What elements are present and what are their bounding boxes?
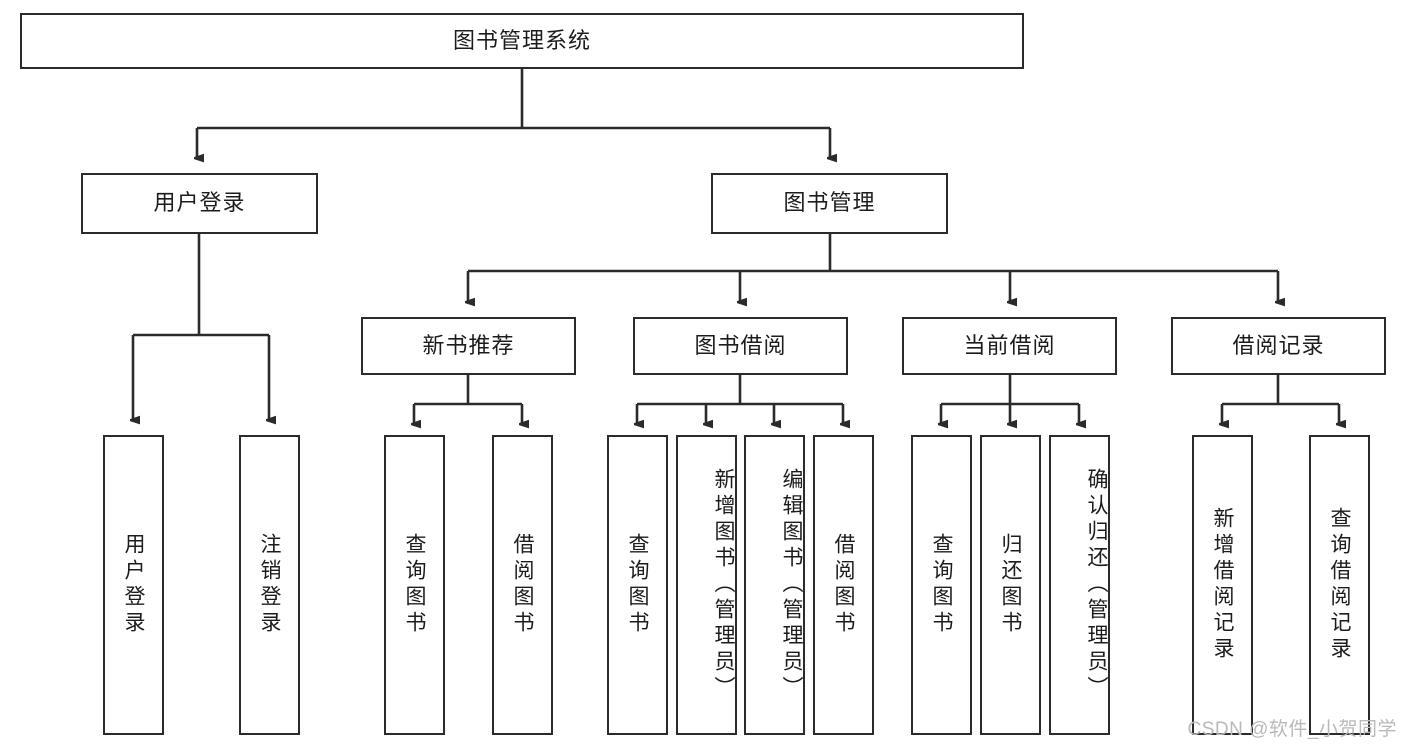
leaf-borrow-borrow-book[interactable]: 借阅图书 — [813, 435, 874, 735]
leaf-current-query-book[interactable]: 查询图书 — [911, 435, 972, 735]
leaf-user-login-logout[interactable]: 注销登录 — [239, 435, 300, 735]
leaf-current-query-book-label: 查询图书 — [930, 533, 954, 637]
node-borrow-record-label: 借阅记录 — [1232, 332, 1325, 358]
leaf-user-login-login-label: 用户登录 — [122, 533, 146, 637]
leaf-borrow-add-book[interactable]: 新增图书（管理员） — [676, 435, 737, 735]
leaf-record-query-record-label: 查询借阅记录 — [1328, 507, 1352, 663]
node-root-system-label: 图书管理系统 — [452, 27, 591, 53]
leaf-borrow-edit-book[interactable]: 编辑图书（管理员） — [744, 435, 805, 735]
node-user-login[interactable]: 用户登录 — [81, 173, 318, 234]
leaf-user-login-login[interactable]: 用户登录 — [103, 435, 164, 735]
leaf-recommend-query-book-label: 查询图书 — [403, 533, 427, 637]
leaf-current-return-book[interactable]: 归还图书 — [980, 435, 1041, 735]
node-book-borrow-label: 图书借阅 — [694, 332, 787, 358]
node-book-management-label: 图书管理 — [783, 190, 876, 216]
node-new-book-recommend[interactable]: 新书推荐 — [361, 317, 576, 375]
leaf-current-confirm-return-label: 确认归还（管理员） — [1085, 468, 1108, 702]
leaf-record-add-record[interactable]: 新增借阅记录 — [1192, 435, 1253, 735]
node-new-book-recommend-label: 新书推荐 — [422, 332, 515, 358]
csdn-watermark: CSDN @软件_小贺同学 — [1187, 719, 1397, 740]
node-current-borrow[interactable]: 当前借阅 — [902, 317, 1117, 375]
node-root-system[interactable]: 图书管理系统 — [20, 13, 1024, 69]
leaf-record-query-record[interactable]: 查询借阅记录 — [1309, 435, 1370, 735]
leaf-user-login-logout-label: 注销登录 — [258, 533, 282, 637]
leaf-recommend-borrow-book[interactable]: 借阅图书 — [492, 435, 553, 735]
leaf-borrow-edit-book-label: 编辑图书（管理员） — [780, 468, 803, 702]
node-borrow-record[interactable]: 借阅记录 — [1171, 317, 1386, 375]
node-book-management[interactable]: 图书管理 — [711, 173, 948, 234]
leaf-current-return-book-label: 归还图书 — [999, 533, 1023, 637]
leaf-borrow-query-book[interactable]: 查询图书 — [607, 435, 668, 735]
leaf-borrow-borrow-book-label: 借阅图书 — [832, 533, 856, 637]
leaf-current-confirm-return[interactable]: 确认归还（管理员） — [1049, 435, 1110, 735]
node-book-borrow[interactable]: 图书借阅 — [633, 317, 848, 375]
leaf-recommend-query-book[interactable]: 查询图书 — [384, 435, 445, 735]
node-user-login-label: 用户登录 — [153, 190, 246, 216]
leaf-recommend-borrow-book-label: 借阅图书 — [511, 533, 535, 637]
leaf-borrow-query-book-label: 查询图书 — [626, 533, 650, 637]
leaf-record-add-record-label: 新增借阅记录 — [1211, 507, 1235, 663]
leaf-borrow-add-book-label: 新增图书（管理员） — [712, 468, 735, 702]
node-current-borrow-label: 当前借阅 — [963, 332, 1056, 358]
